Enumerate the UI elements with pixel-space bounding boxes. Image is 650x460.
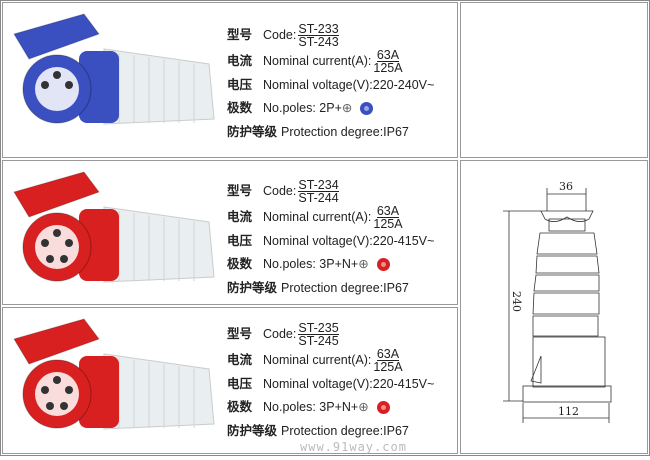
dim-width-top: 36 bbox=[559, 180, 573, 193]
connector-image bbox=[13, 318, 215, 430]
dimension-drawing: 36 240 112 bbox=[503, 180, 612, 423]
earth-icon: ⊕ bbox=[358, 400, 369, 415]
earth-icon: ⊕ bbox=[341, 101, 353, 116]
dim-height: 240 bbox=[510, 291, 523, 312]
pole-color-icon bbox=[376, 401, 390, 414]
connector-image bbox=[13, 171, 215, 283]
dimension-drawing-cell: 36 240 112 bbox=[460, 160, 648, 454]
dim-width-base: 112 bbox=[558, 405, 579, 418]
earth-icon: ⊕ bbox=[358, 257, 369, 272]
pole-color-icon bbox=[360, 102, 374, 115]
connector-image bbox=[13, 13, 215, 125]
empty-cell bbox=[460, 2, 648, 158]
pole-color-icon bbox=[376, 258, 390, 271]
watermark: www.91way.com bbox=[300, 440, 407, 454]
